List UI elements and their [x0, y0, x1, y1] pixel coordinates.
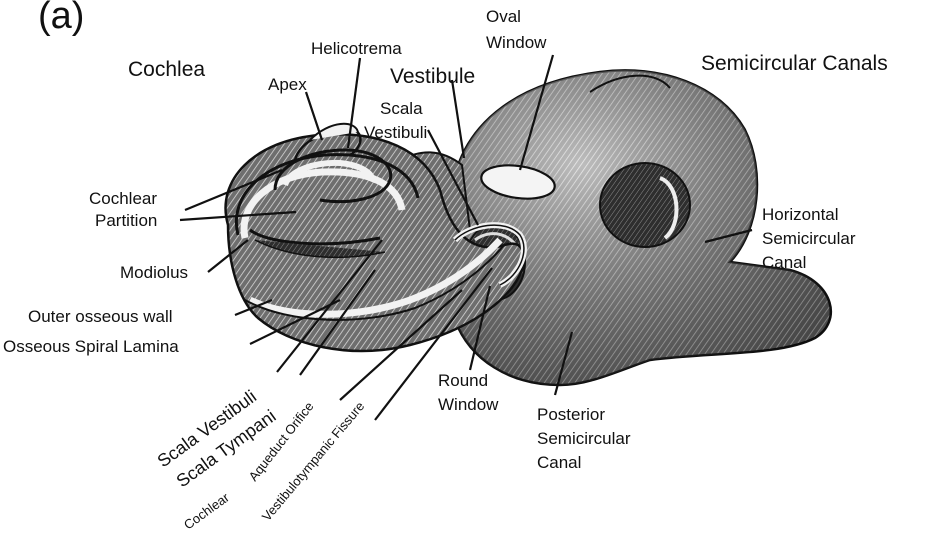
label-helicotrema: Helicotrema [311, 39, 402, 58]
label-outer-osseous-wall: Outer osseous wall [28, 307, 173, 326]
label-round-window-line1: Round [438, 371, 488, 390]
panel-label: (a) [38, 0, 84, 37]
label-oval-window-line2: Window [486, 33, 547, 52]
label-apex: Apex [268, 75, 307, 94]
label-horizontal-canal-line2: Semicircular [762, 229, 856, 248]
label-oval-window-line1: Oval [486, 7, 521, 26]
label-modiolus: Modiolus [120, 263, 188, 282]
label-osseous-spiral-lamina: Osseous Spiral Lamina [3, 337, 179, 356]
label-posterior-canal-line3: Canal [537, 453, 581, 472]
label-scala-vestibuli-top-line2: Vestibuli [364, 123, 427, 142]
label-scala-vestibuli-top-line1: Scala [380, 99, 423, 118]
label-posterior-canal-line1: Posterior [537, 405, 605, 424]
label-posterior-canal-line2: Semicircular [537, 429, 631, 448]
label-cochlear-partition-line1: Cochlear [89, 189, 157, 208]
region-label-semicircular-canals: Semicircular Canals [701, 52, 888, 75]
label-round-window-line2: Window [438, 395, 499, 414]
label-cochlear-rotated: Cochlear [181, 489, 232, 532]
label-horizontal-canal-line3: Canal [762, 253, 806, 272]
label-cochlear-partition-line2: Partition [95, 211, 157, 230]
region-label-vestibule: Vestibule [390, 65, 475, 88]
label-horizontal-canal-line1: Horizontal [762, 205, 839, 224]
region-label-cochlea: Cochlea [128, 58, 205, 81]
